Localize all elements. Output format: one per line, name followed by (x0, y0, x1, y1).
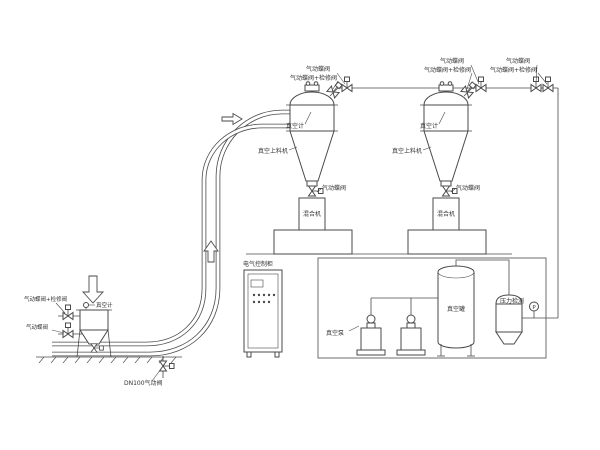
label-pressure-detection: 压力检测 (500, 297, 524, 305)
dn100-drop-line: DN100气动阀 (124, 356, 175, 387)
label-valve-combo: 气动蝶阀+检修阀 (490, 66, 537, 74)
receiver-b-base (407, 229, 487, 255)
label-valve: 气动蝶阀 (506, 57, 530, 65)
label-valve: 气动蝶阀 (322, 184, 346, 192)
conveying-pipe-outer (52, 109, 296, 357)
feed-hopper-body (79, 309, 109, 331)
label-vacuum-tank: 真空罐 (447, 305, 465, 313)
vacuum-gauge-icon (83, 302, 89, 308)
butterfly-valve-icon (442, 185, 458, 197)
label-valve: 气动蝶阀 (456, 184, 480, 192)
label-valve-combo: 气动蝶阀+检修阀 (290, 74, 337, 82)
label-valve-combo: 气动蝶阀+检修阀 (24, 295, 67, 303)
receiver-unit-a: 真空计 真空上料机 气动蝶阀 混合机 (258, 81, 353, 255)
cabinet-display (250, 279, 264, 288)
vacuum-pump-room: 真空罐 P 压力检测 真空泵 (317, 257, 558, 359)
label-mixer: 混合机 (437, 210, 455, 218)
label-vacuum-gauge: 真空计 (420, 122, 438, 130)
butterfly-valve-icon (62, 322, 74, 338)
label-valve: 气动蝶阀 (440, 57, 464, 65)
label-control-cabinet: 电气控制柜 (243, 260, 273, 268)
butterfly-valve-icon (341, 76, 353, 92)
label-vacuum-feeder: 真空上料机 (258, 147, 288, 155)
label-mixer: 混合机 (303, 210, 321, 218)
flow-arrow-right-icon (221, 112, 243, 126)
receiver-unit-b: 真空计 真空上料机 气动蝶阀 混合机 (392, 81, 487, 255)
label-valve: 气动蝶阀 (306, 65, 330, 73)
butterfly-valve-icon (308, 185, 324, 197)
feed-hopper-cone (79, 329, 109, 345)
control-cabinet: 电气控制柜 (243, 260, 283, 358)
vacuum-tank: 真空罐 (437, 265, 475, 357)
flow-arrow-down-icon (81, 275, 105, 304)
label-vacuum-gauge: 真空计 (96, 301, 113, 309)
butterfly-valve-icon (326, 79, 345, 99)
valve-callouts-unit-a: 气动蝶阀 气动蝶阀+检修阀 (290, 65, 346, 90)
receiver-b-stand (432, 197, 460, 231)
label-vacuum-feeder: 真空上料机 (392, 147, 422, 155)
label-pressure-symbol: P (532, 305, 536, 311)
label-vacuum-pump: 真空泵 (326, 329, 344, 337)
tank-to-filter-pipe (455, 259, 510, 296)
butterfly-valve-icon (460, 79, 479, 99)
receiver-a-base (273, 229, 353, 255)
butterfly-valve-icon (159, 360, 175, 372)
vacuum-pump-1 (356, 298, 386, 356)
valve-callouts-header: 气动蝶阀 气动蝶阀+检修阀 (490, 57, 548, 85)
conveying-pipe-inner (52, 123, 296, 347)
receiver-a-stand (298, 197, 326, 231)
pressure-gauge: P (522, 301, 558, 319)
butterfly-valve-icon (475, 76, 487, 92)
vacuum-pump-2 (396, 298, 426, 356)
flow-arrow-up-icon (203, 240, 219, 263)
feed-station: 气动蝶阀+检修阀 真空计 气动蝶阀 (24, 295, 113, 358)
filter-separator (495, 294, 523, 345)
valve-callouts-unit-b: 气动蝶阀 气动蝶阀+检修阀 (424, 57, 480, 90)
butterfly-valve-icon (542, 76, 554, 92)
label-dn100-valve: DN100气动阀 (124, 379, 163, 387)
label-valve-combo: 气动蝶阀+检修阀 (424, 66, 471, 74)
label-valve: 气动蝶阀 (26, 323, 48, 331)
label-vacuum-gauge: 真空计 (286, 122, 304, 130)
